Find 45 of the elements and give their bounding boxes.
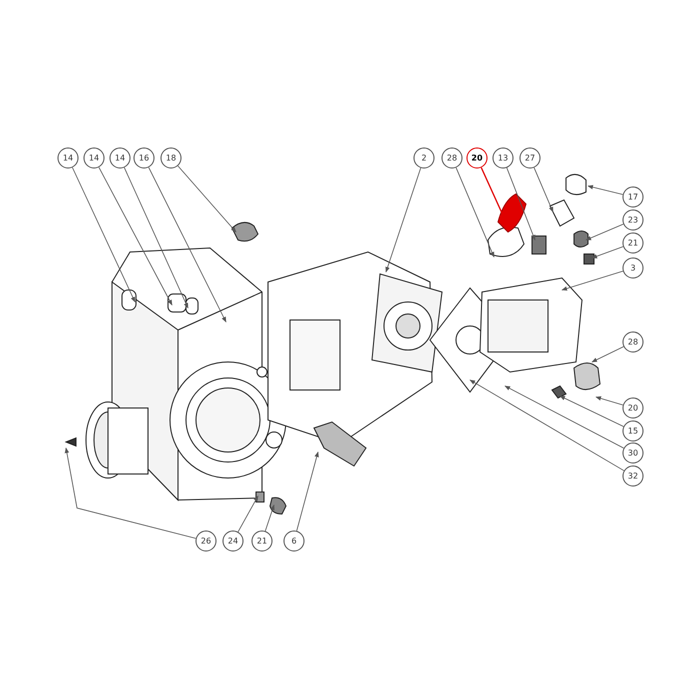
callout-number: 14 — [58, 148, 78, 168]
leader-line — [64, 447, 196, 539]
callout-number: 14 — [110, 148, 130, 168]
leader-line — [148, 167, 226, 322]
leader-line — [296, 451, 319, 532]
callout-number: 15 — [622, 420, 644, 442]
leader-line — [124, 167, 188, 308]
callout-number: 30 — [622, 442, 644, 464]
callout-number: 16 — [134, 148, 154, 168]
callout-number: 20 — [466, 148, 488, 168]
callout-number: 21 — [252, 530, 272, 552]
leader-line — [585, 224, 624, 240]
callout-number: 28 — [442, 148, 462, 168]
leader-line — [178, 166, 236, 232]
callout-number: 28 — [622, 332, 644, 352]
callout-number: 3 — [622, 258, 644, 278]
leader-line — [504, 386, 624, 448]
leader-line — [560, 396, 624, 427]
leader-line — [595, 396, 624, 406]
callout-number: 23 — [622, 210, 644, 230]
callout-number: 2 — [414, 148, 434, 168]
leader-line — [72, 167, 136, 302]
callout-number: 24 — [222, 530, 244, 552]
callout-number: 18 — [160, 148, 182, 168]
leader-line — [506, 167, 536, 241]
callout-number: 13 — [492, 148, 514, 168]
leader-line — [587, 185, 624, 195]
leader-line — [592, 346, 624, 362]
callout-number: 21 — [622, 232, 644, 254]
leader-line — [98, 166, 172, 306]
callout-number: 14 — [84, 148, 104, 168]
callout-number: 27 — [520, 148, 540, 168]
callout-number: 20 — [622, 398, 644, 418]
callout-number: 32 — [622, 466, 644, 486]
leader-line — [591, 246, 624, 258]
leader-line — [561, 270, 624, 291]
leader-line — [534, 167, 554, 213]
callout-number: 6 — [284, 530, 304, 552]
leader-line — [470, 380, 624, 472]
leader-line — [385, 168, 422, 273]
leader-line — [456, 167, 494, 258]
callout-number: 26 — [196, 530, 216, 552]
callout-number: 17 — [622, 186, 644, 208]
leader-line — [264, 504, 275, 532]
leader-line — [238, 496, 258, 532]
